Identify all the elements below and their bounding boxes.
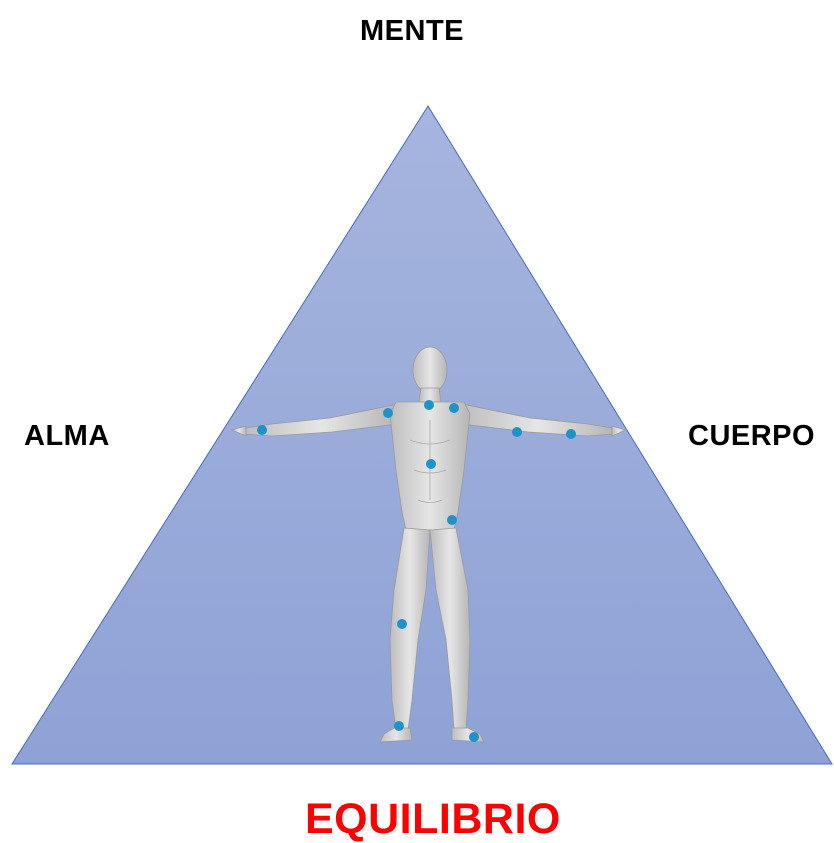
soul-label: ALMA bbox=[24, 420, 110, 452]
point-marker-icon bbox=[426, 459, 436, 469]
balance-label: EQUILIBRIO bbox=[305, 795, 561, 843]
point-marker-icon bbox=[397, 619, 407, 629]
point-marker-icon bbox=[566, 429, 576, 439]
point-marker-icon bbox=[383, 408, 393, 418]
point-marker-icon bbox=[394, 721, 404, 731]
point-marker-icon bbox=[257, 425, 267, 435]
marker-group bbox=[257, 400, 576, 742]
point-marker-icon bbox=[424, 400, 434, 410]
point-marker-icon bbox=[449, 403, 459, 413]
body-label: CUERPO bbox=[688, 420, 816, 452]
point-marker-icon bbox=[512, 427, 522, 437]
point-marker-icon bbox=[469, 732, 479, 742]
mind-label: MENTE bbox=[360, 15, 464, 47]
point-marker-icon bbox=[447, 515, 457, 525]
